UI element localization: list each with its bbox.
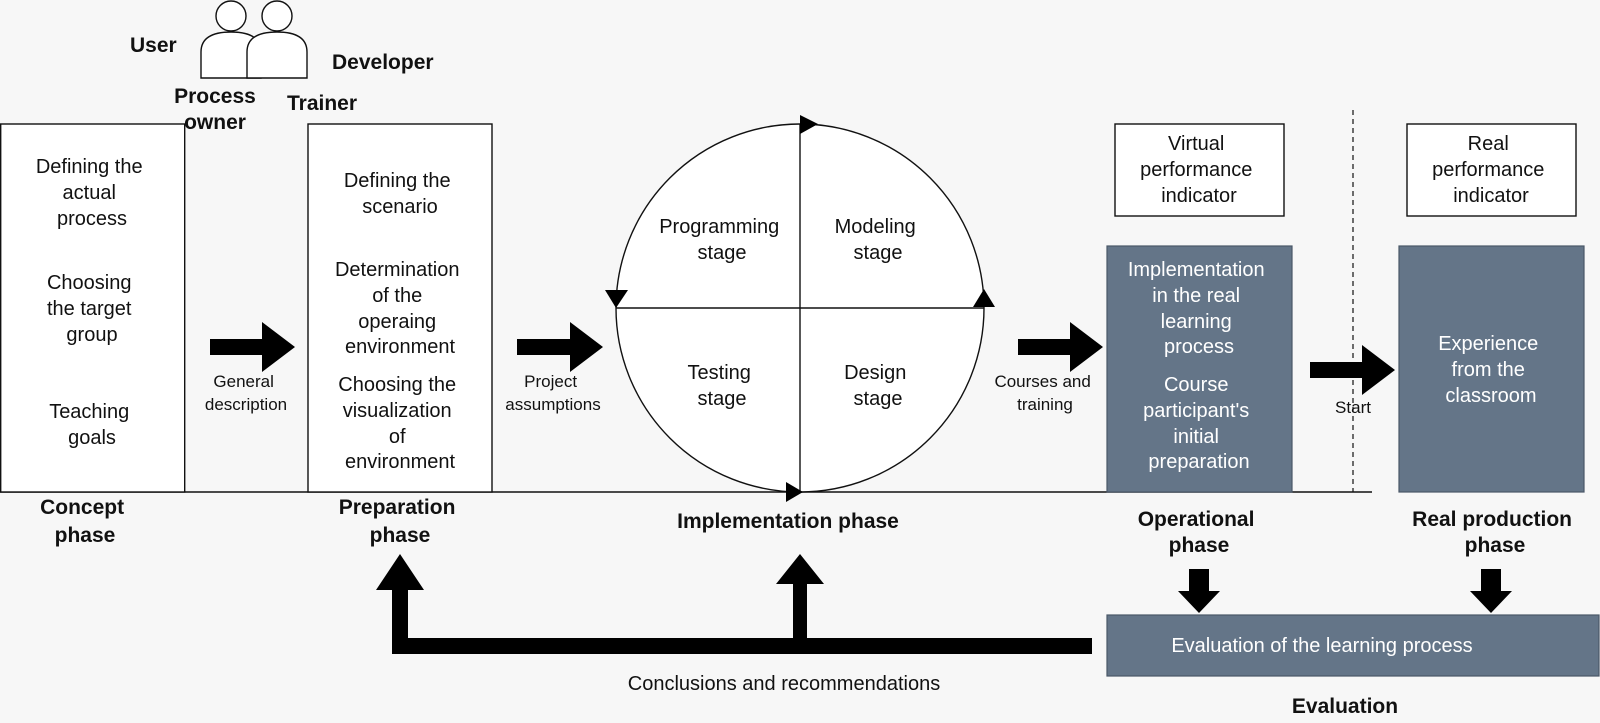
stage-programming: Programming stage	[659, 216, 785, 264]
role-process-owner-line2: owner	[184, 111, 246, 134]
evaluation-title: Evaluation	[1292, 695, 1398, 718]
preparation-phase-title: Preparation phase	[339, 496, 462, 547]
prep-item-scenario: Defining the scenario	[344, 170, 456, 218]
stage-testing: Testing stage	[688, 362, 757, 410]
conclusions-label: Conclusions and recommendations	[628, 673, 940, 695]
arrow-right-icon	[210, 322, 295, 372]
concept-item-define-process: Defining the actual process	[36, 156, 148, 230]
evaluation-box-label: Evaluation of the learning process	[1171, 635, 1472, 657]
people-icon	[200, 0, 308, 79]
real-production-experience: Experience from the classroom	[1438, 333, 1544, 407]
real-indicator-box	[1406, 123, 1577, 217]
arrow-right-icon	[517, 322, 603, 372]
prep-item-environment: Determination of the operaing environmen…	[335, 259, 465, 358]
operational-item-implementation: Implementation in the real learning proc…	[1128, 259, 1270, 358]
role-developer: Developer	[332, 51, 434, 74]
role-trainer: Trainer	[287, 92, 357, 115]
evaluation-box	[1106, 614, 1600, 677]
arrow-down-icon	[1470, 569, 1512, 613]
cycle-arrow-icon	[973, 289, 995, 307]
start-label: Start	[1335, 398, 1371, 417]
concept-item-teaching-goals: Teaching goals	[49, 401, 135, 449]
role-user: User	[130, 34, 177, 57]
arrow-right-icon	[1018, 322, 1103, 372]
implementation-cycle	[605, 115, 995, 502]
role-process-owner-line1: Process	[174, 85, 256, 108]
cycle-arrow-icon	[786, 482, 803, 502]
concept-item-target-group: Choosing the target group	[47, 272, 137, 346]
real-production-phase-title: Real production phase	[1412, 508, 1578, 557]
preparation-box	[307, 123, 493, 493]
cycle-arrow-icon	[605, 290, 628, 308]
arrow-courses-training: Courses and training	[994, 372, 1095, 414]
operational-phase-title: Operational phase	[1138, 508, 1261, 557]
operational-item-preparation: Course participant's initial preparation	[1143, 374, 1255, 473]
cycle-arrow-icon	[800, 115, 818, 134]
feedback-arrow-icon	[376, 554, 1092, 654]
concept-phase-title: Concept phase	[40, 496, 130, 547]
prep-item-visualization: Choosing the visualization of environmen…	[338, 374, 461, 473]
arrow-right-icon	[1310, 345, 1395, 395]
arrow-project-assumptions: Project assumptions	[505, 372, 600, 414]
operational-box	[1106, 245, 1293, 493]
real-production-box	[1398, 245, 1585, 493]
virtual-indicator-label: Virtual performance indicator	[1140, 133, 1258, 207]
stage-modeling: Modeling stage	[835, 216, 922, 264]
implementation-phase-title: Implementation phase	[677, 510, 899, 533]
virtual-indicator-box	[1114, 123, 1285, 217]
concept-box	[0, 123, 186, 493]
arrow-general-description: General description	[205, 372, 287, 414]
arrow-down-icon	[1178, 569, 1220, 613]
stage-design: Design stage	[844, 362, 912, 410]
real-indicator-label: Real performance indicator	[1432, 133, 1550, 207]
